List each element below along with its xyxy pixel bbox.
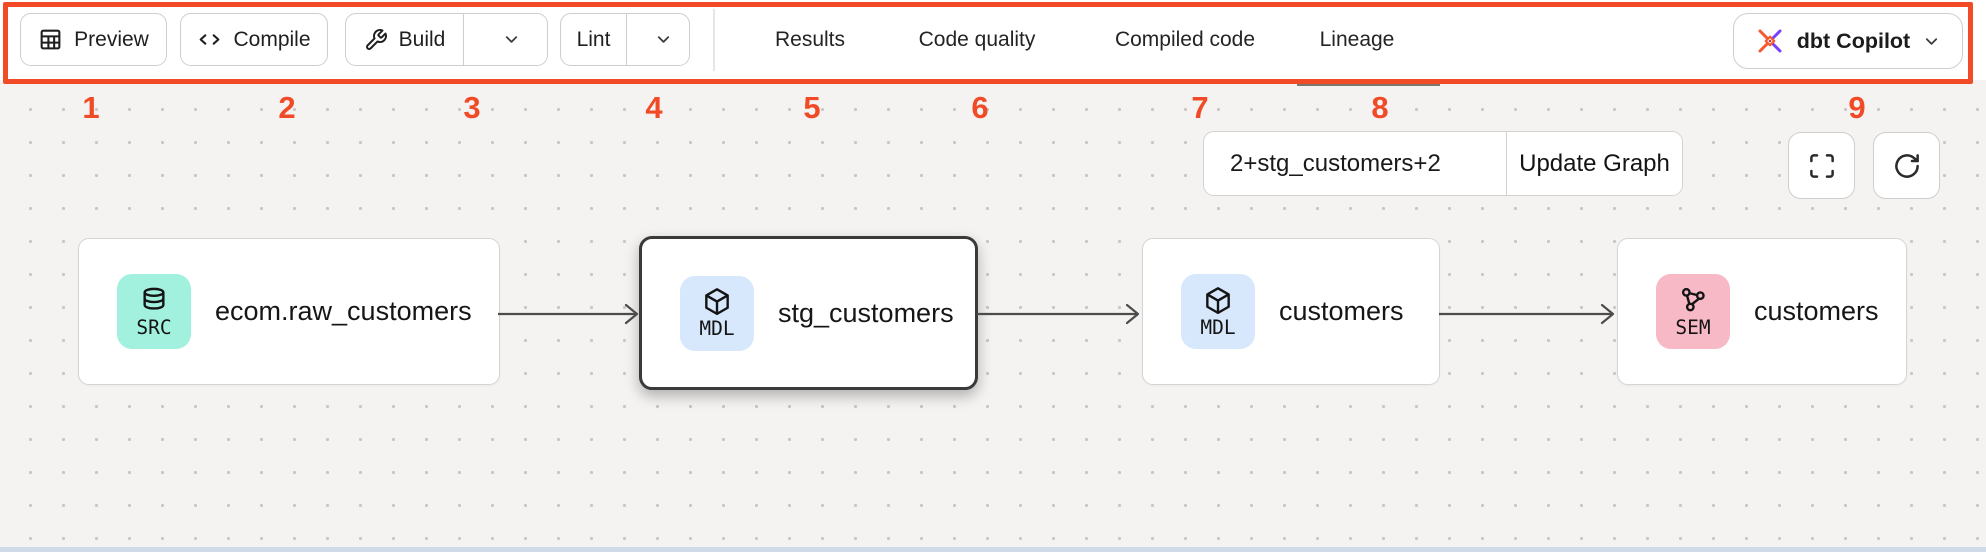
model-badge: MDL xyxy=(1181,274,1255,349)
lint-split-button: Lint xyxy=(560,13,690,66)
source-badge: SRC xyxy=(117,274,191,349)
annotation-number-2: 2 xyxy=(278,90,296,125)
table-icon xyxy=(38,27,63,52)
badge-label: MDL xyxy=(1200,315,1236,339)
chevron-down-icon xyxy=(502,30,521,49)
chevron-down-icon xyxy=(654,30,673,49)
annotation-number-8: 8 xyxy=(1371,90,1389,125)
build-split-button: Build xyxy=(345,13,548,66)
edge-arrow xyxy=(1439,303,1615,325)
lineage-node-source[interactable]: SRC ecom.raw_customers xyxy=(78,238,500,385)
lint-label: Lint xyxy=(576,27,611,51)
semantic-model-icon xyxy=(1677,285,1709,317)
compile-button[interactable]: Compile xyxy=(180,13,328,66)
database-icon xyxy=(138,285,170,317)
semantic-badge: SEM xyxy=(1656,274,1730,349)
preview-label: Preview xyxy=(74,27,149,51)
lineage-canvas[interactable]: SRC ecom.raw_customers MDL stg_customers xyxy=(0,80,1986,552)
node-label: stg_customers xyxy=(778,297,954,328)
lint-button[interactable]: Lint xyxy=(561,14,627,65)
lineage-selector-input[interactable] xyxy=(1204,132,1506,195)
wrench-icon xyxy=(364,28,388,52)
chevron-down-icon xyxy=(1922,32,1941,51)
lineage-node-model[interactable]: MDL customers xyxy=(1142,238,1440,385)
fullscreen-icon xyxy=(1807,151,1837,181)
code-icon xyxy=(197,27,222,52)
lineage-node-model-selected[interactable]: MDL stg_customers xyxy=(639,236,978,390)
dbt-logo-icon xyxy=(1755,26,1785,56)
editor-toolbar: Preview Compile Build xyxy=(0,0,1986,80)
build-button[interactable]: Build xyxy=(346,14,464,65)
toolbar-divider xyxy=(713,9,715,71)
model-badge: MDL xyxy=(680,275,754,351)
node-label: customers xyxy=(1279,296,1404,326)
copilot-label: dbt Copilot xyxy=(1796,28,1911,53)
annotation-number-5: 5 xyxy=(803,90,821,125)
fullscreen-button[interactable] xyxy=(1788,132,1855,199)
tab-lineage[interactable]: Lineage xyxy=(1319,28,1395,51)
build-label: Build xyxy=(398,27,446,51)
lint-dropdown-button[interactable] xyxy=(638,14,689,65)
edge-arrow xyxy=(977,303,1140,325)
tab-results[interactable]: Results xyxy=(774,28,846,51)
cube-icon xyxy=(701,286,733,318)
badge-label: MDL xyxy=(699,317,735,341)
cube-icon xyxy=(1202,285,1234,317)
active-tab-indicator xyxy=(1297,80,1440,86)
annotation-number-9: 9 xyxy=(1848,90,1866,125)
tab-code-quality[interactable]: Code quality xyxy=(918,28,1036,51)
annotation-number-7: 7 xyxy=(1191,90,1209,125)
update-graph-button[interactable]: Update Graph xyxy=(1506,132,1682,195)
lineage-node-semantic[interactable]: SEM customers xyxy=(1617,238,1907,385)
annotation-number-3: 3 xyxy=(463,90,481,125)
node-label: customers xyxy=(1754,296,1879,326)
edge-arrow xyxy=(498,303,639,325)
lineage-selector-group: Update Graph xyxy=(1203,131,1683,196)
node-label: ecom.raw_customers xyxy=(215,296,472,326)
compile-label: Compile xyxy=(233,27,311,51)
bottom-scrollbar[interactable] xyxy=(0,547,1986,552)
tab-compiled-code[interactable]: Compiled code xyxy=(1114,28,1256,51)
refresh-icon xyxy=(1892,151,1922,181)
dbt-copilot-button[interactable]: dbt Copilot xyxy=(1733,13,1963,69)
preview-button[interactable]: Preview xyxy=(20,13,167,66)
refresh-button[interactable] xyxy=(1873,132,1940,199)
annotation-number-4: 4 xyxy=(645,90,663,125)
badge-label: SEM xyxy=(1675,315,1711,339)
annotation-number-1: 1 xyxy=(82,90,100,125)
badge-label: SRC xyxy=(136,315,172,339)
build-dropdown-button[interactable] xyxy=(475,14,547,65)
annotation-number-6: 6 xyxy=(971,90,989,125)
